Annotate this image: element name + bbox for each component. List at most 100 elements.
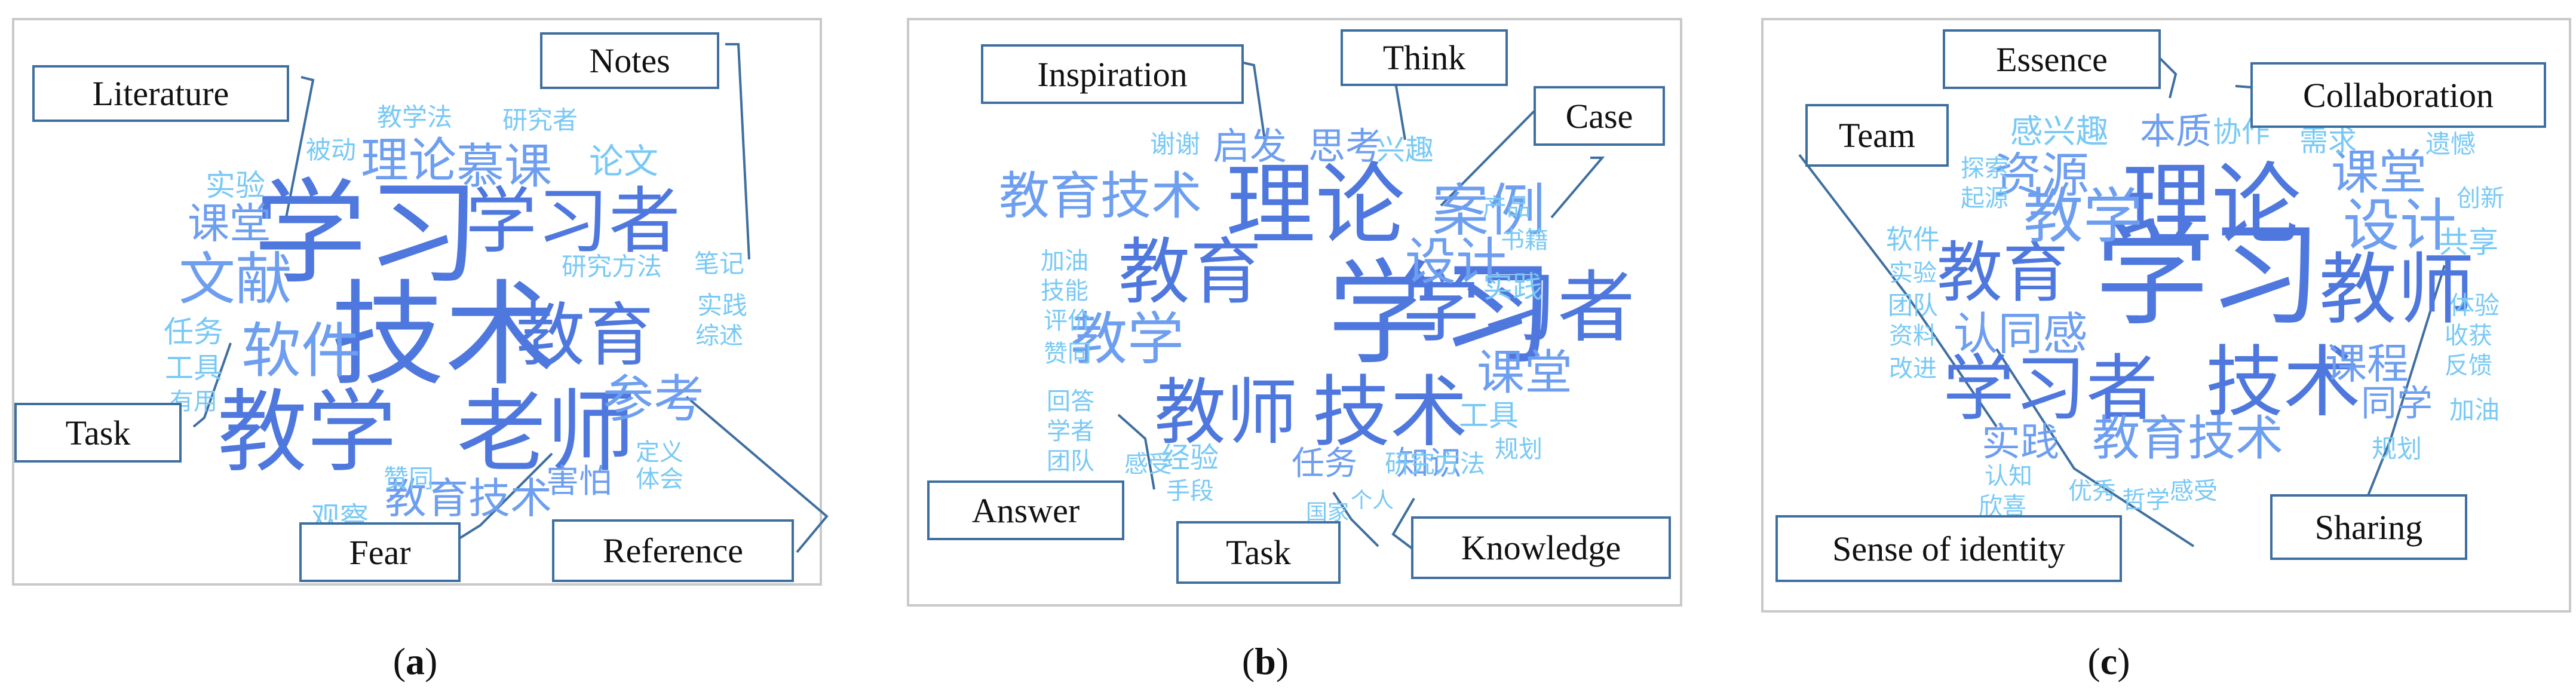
connector-task bbox=[1332, 491, 1379, 547]
cloud-word: 学习 bbox=[253, 167, 480, 299]
panel-label-c: (c) bbox=[2049, 639, 2169, 684]
cloud-word: 体验 bbox=[2449, 291, 2500, 320]
label-letter: a bbox=[406, 640, 425, 682]
cloud-word: 本质 bbox=[2140, 111, 2212, 153]
cloud-word: 需求 bbox=[2299, 124, 2357, 158]
cloud-word: 兴趣 bbox=[1376, 133, 1434, 167]
cloud-word: 教师 bbox=[1154, 372, 1298, 455]
cloud-word: 笔记 bbox=[694, 249, 744, 278]
cloud-word: 教育技术 bbox=[999, 167, 1202, 226]
cloud-word: 课程 bbox=[2325, 339, 2409, 388]
connector-essence bbox=[2157, 55, 2178, 99]
callout-fear: Fear bbox=[299, 522, 461, 582]
cloud-word: 资源 bbox=[1994, 148, 2089, 203]
callout-literature: Literature bbox=[32, 65, 289, 122]
cloud-word: 研究方法 bbox=[1385, 449, 1485, 479]
cloud-word: 课堂 bbox=[1477, 345, 1572, 400]
callout-sense-of-identity: Sense of identity bbox=[1775, 515, 2122, 582]
connector-case-2 bbox=[1550, 157, 1605, 219]
cloud-word: 知识 bbox=[1396, 444, 1462, 482]
cloud-word: 加油 bbox=[2449, 396, 2500, 425]
connector-answer bbox=[1117, 414, 1155, 490]
cloud-word: 学习者 bbox=[1943, 348, 2158, 431]
cloud-word: 评价 bbox=[1044, 307, 1091, 335]
cloud-word: 认知 bbox=[1985, 463, 2032, 490]
panel-label-a: (a) bbox=[355, 639, 475, 684]
connector-case bbox=[1440, 109, 1537, 207]
cloud-word: 实践 bbox=[1982, 420, 2059, 465]
cloud-word: 设计 bbox=[2343, 193, 2457, 259]
word-cloud-c: 学习理论教育教师学习者技术教学设计课堂资源认同感课程教育技术实践同学感兴趣本质协… bbox=[1798, 55, 2504, 547]
cloud-word: 学习 bbox=[2095, 209, 2322, 341]
cloud-word: 文献 bbox=[179, 247, 292, 313]
cloud-word: 经验 bbox=[1161, 441, 1219, 474]
connector-literature bbox=[285, 76, 315, 218]
cloud-word: 规划 bbox=[2372, 434, 2422, 464]
cloud-word: 回答 bbox=[1047, 388, 1094, 415]
cloud-word: 教育 bbox=[1937, 234, 2068, 311]
cloud-word: 课堂 bbox=[2331, 145, 2427, 200]
cloud-word: 创新 bbox=[2457, 185, 2504, 212]
cloud-word: 技能 bbox=[1041, 277, 1088, 305]
callout-think: Think bbox=[1341, 29, 1508, 86]
cloud-word: 工具 bbox=[1459, 399, 1519, 433]
cloud-word: 设计 bbox=[1405, 232, 1507, 292]
cloud-word: 教育技术 bbox=[385, 474, 552, 523]
cloud-word: 技术 bbox=[1312, 367, 1468, 458]
cloud-word: 工具 bbox=[165, 351, 222, 385]
cloud-word: 任务 bbox=[164, 315, 223, 350]
cloud-word: 国家 bbox=[1306, 500, 1349, 525]
callout-collaboration: Collaboration bbox=[2250, 62, 2546, 128]
callout-essence: Essence bbox=[1943, 29, 2161, 89]
panel-label-b: (b) bbox=[1206, 639, 1325, 684]
cloud-word: 起源 bbox=[1961, 185, 2008, 212]
cloud-word: 哲学 bbox=[2122, 486, 2170, 514]
connector-notes bbox=[725, 43, 750, 260]
cloud-word: 反馈 bbox=[2445, 352, 2492, 379]
callout-notes: Notes bbox=[540, 32, 719, 89]
cloud-word: 谢谢 bbox=[1150, 130, 1200, 159]
cloud-word: 感受 bbox=[2170, 477, 2218, 505]
connector-task bbox=[192, 342, 232, 428]
cloud-word: 教育技术 bbox=[2092, 411, 2283, 466]
cloud-word: 教师 bbox=[2319, 244, 2474, 335]
cloud-word: 思考 bbox=[1308, 124, 1382, 168]
cloud-word: 书籍 bbox=[1501, 226, 1548, 254]
cloud-word: 害怕 bbox=[546, 462, 612, 500]
label-letter: c bbox=[2100, 640, 2118, 682]
connector-fear bbox=[455, 452, 553, 541]
label-letter: b bbox=[1255, 640, 1276, 682]
connector-inspiration bbox=[1240, 61, 1266, 140]
cloud-word: 论文 bbox=[589, 141, 658, 182]
cloud-word: 规划 bbox=[1495, 436, 1542, 463]
connector-lines bbox=[192, 43, 829, 553]
cloud-word: 个人 bbox=[1351, 488, 1394, 513]
cloud-word: 体会 bbox=[636, 466, 683, 493]
cloud-word: 遗憾 bbox=[2425, 130, 2476, 159]
cloud-word: 手段 bbox=[1166, 477, 1214, 505]
cloud-word: 学习 bbox=[1327, 248, 1554, 380]
connector-knowledge bbox=[1391, 497, 1418, 553]
cloud-word: 理论 bbox=[2122, 154, 2301, 258]
cloud-word: 教学 bbox=[1071, 307, 1184, 372]
cloud-word: 产品 bbox=[1483, 194, 1531, 221]
cloud-word: 同学 bbox=[2361, 383, 2433, 425]
word-cloud-a: 学习技术教学老师学习者教育文献软件理论慕课参考教育技术课堂论文教学法研究者被动实… bbox=[164, 43, 829, 553]
cloud-word: 慕课 bbox=[456, 139, 552, 194]
cloud-word: 教学 bbox=[2023, 181, 2143, 251]
cloud-word: 学习者 bbox=[1402, 262, 1635, 353]
cloud-word: 感兴趣 bbox=[2010, 112, 2108, 151]
cloud-word: 课堂 bbox=[188, 199, 271, 248]
cloud-word: 研究方法 bbox=[562, 252, 662, 281]
cloud-word: 教学法 bbox=[377, 103, 452, 132]
cloud-word: 教育 bbox=[1118, 231, 1262, 314]
cloud-word: 探索 bbox=[1961, 155, 2008, 182]
callout-case: Case bbox=[1534, 86, 1665, 146]
cloud-word: 改进 bbox=[1889, 355, 1937, 382]
connector-sense-of-identity bbox=[1995, 348, 2195, 547]
callout-task: Task bbox=[14, 403, 182, 463]
cloud-word: 老师 bbox=[456, 381, 636, 485]
cloud-word: 被动 bbox=[306, 136, 356, 165]
cloud-word: 资料 bbox=[1889, 322, 1937, 350]
callout-knowledge: Knowledge bbox=[1411, 516, 1671, 579]
